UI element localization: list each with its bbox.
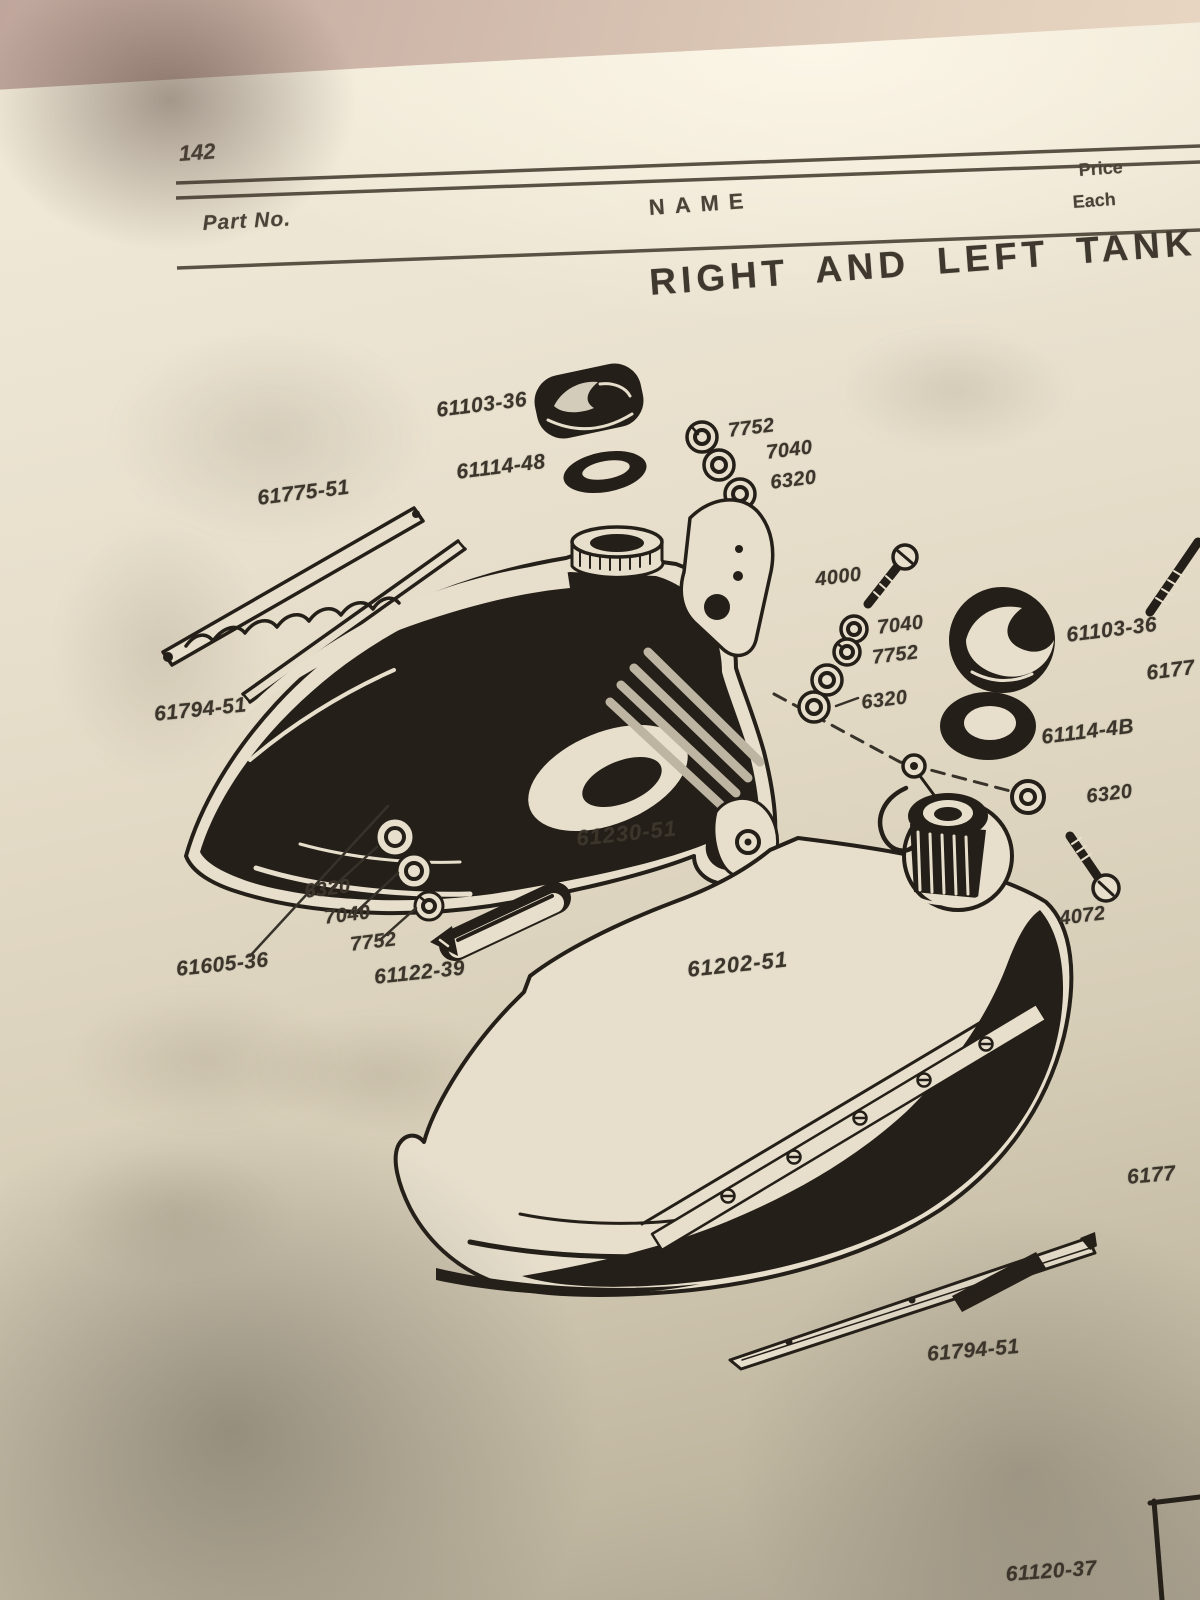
- rod-illustration: [430, 882, 571, 961]
- column-header-part-no: Part No.: [202, 207, 292, 235]
- column-header-each: Each: [1072, 188, 1117, 212]
- page-number: 142: [178, 138, 217, 166]
- ink-bleed-smudge: [70, 990, 340, 1130]
- screw-icon-4072: [1065, 831, 1121, 903]
- part-label-6177-cut-bottom: 6177: [1126, 1161, 1177, 1189]
- column-header-price: Price: [1078, 156, 1124, 180]
- screw-icon-right-edge: [1145, 537, 1200, 617]
- bottom-trim-strip-illustration: [728, 1232, 1097, 1371]
- tank-emblem-strip-illustration: [161, 506, 425, 667]
- table-box-corner: [1147, 1494, 1200, 1600]
- ink-bleed-smudge: [55, 520, 265, 780]
- trim-screw-icons: [720, 1036, 994, 1204]
- washer-icon-filler: [1010, 779, 1046, 815]
- ink-bleed-smudge: [60, 1150, 290, 1280]
- cap-gasket-illustration-top: [563, 450, 647, 494]
- washer-icons-left-cluster: [374, 816, 445, 922]
- ink-bleed-smudge: [840, 330, 1070, 450]
- left-tank-illustration: [184, 498, 779, 916]
- cap-gasket-illustration-right: [940, 692, 1036, 760]
- washer-icons-right-cluster: [797, 614, 869, 724]
- filler-neck-illustration: [877, 753, 988, 906]
- fuel-cap-illustration-right: [949, 587, 1055, 693]
- screw-icon-4000: [863, 543, 919, 609]
- fuel-cap-illustration-top: [534, 363, 644, 439]
- header-rules: [175, 144, 1200, 270]
- ink-bleed-smudge: [110, 330, 430, 540]
